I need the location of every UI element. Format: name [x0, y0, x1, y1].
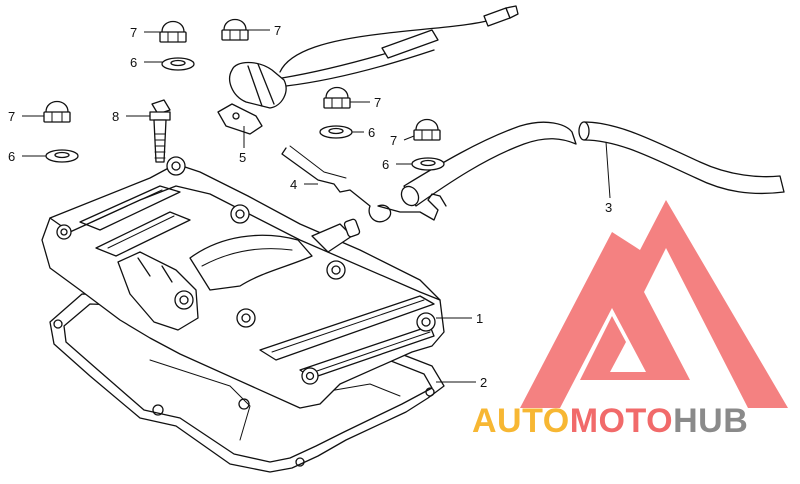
cap-nut: [221, 18, 249, 41]
callout-7: 7: [130, 25, 137, 40]
callout-7: 7: [390, 133, 397, 148]
logo-word-hub: HUB: [673, 402, 748, 440]
callout-6: 6: [368, 125, 375, 140]
callout-6: 6: [130, 55, 137, 70]
cap-nut: [323, 86, 351, 109]
washers-part-6: [45, 57, 445, 171]
callout-8: 8: [112, 109, 119, 124]
callout-7: 7: [8, 109, 15, 124]
callout-labels: 7 7 6 7 6 8 7 6 7 6 5 4 3 1 2: [8, 23, 612, 390]
callout-6: 6: [382, 157, 389, 172]
cap-nuts-part-7: [43, 18, 441, 141]
cap-nut: [43, 100, 71, 123]
callout-5: 5: [239, 150, 246, 165]
logo-word-moto: MOTO: [570, 402, 673, 440]
wire-clip-part-4: [281, 145, 447, 223]
cap-nut: [159, 20, 187, 43]
callout-4: 4: [290, 177, 297, 192]
washer: [45, 149, 79, 163]
callout-1: 1: [476, 311, 483, 326]
hose-part-3: [400, 121, 785, 207]
automotohub-logo: [520, 200, 788, 408]
callout-2: 2: [480, 375, 487, 390]
callout-7: 7: [274, 23, 281, 38]
head-cover-part-1: [41, 156, 445, 409]
bolt-part-8: [149, 99, 171, 163]
leader-lines: [22, 29, 611, 383]
logo-wordmark: AUTOMOTOHUB: [472, 402, 748, 440]
cap-nut: [413, 118, 441, 141]
callout-7: 7: [374, 95, 381, 110]
logo-triangle-mark: [520, 200, 788, 408]
sensor-part-5: [217, 5, 519, 135]
washer: [411, 157, 445, 171]
washer: [319, 125, 353, 139]
logo-word-auto: AUTO: [472, 402, 570, 440]
callout-6: 6: [8, 149, 15, 164]
callout-3: 3: [605, 200, 612, 215]
washer: [161, 57, 195, 71]
